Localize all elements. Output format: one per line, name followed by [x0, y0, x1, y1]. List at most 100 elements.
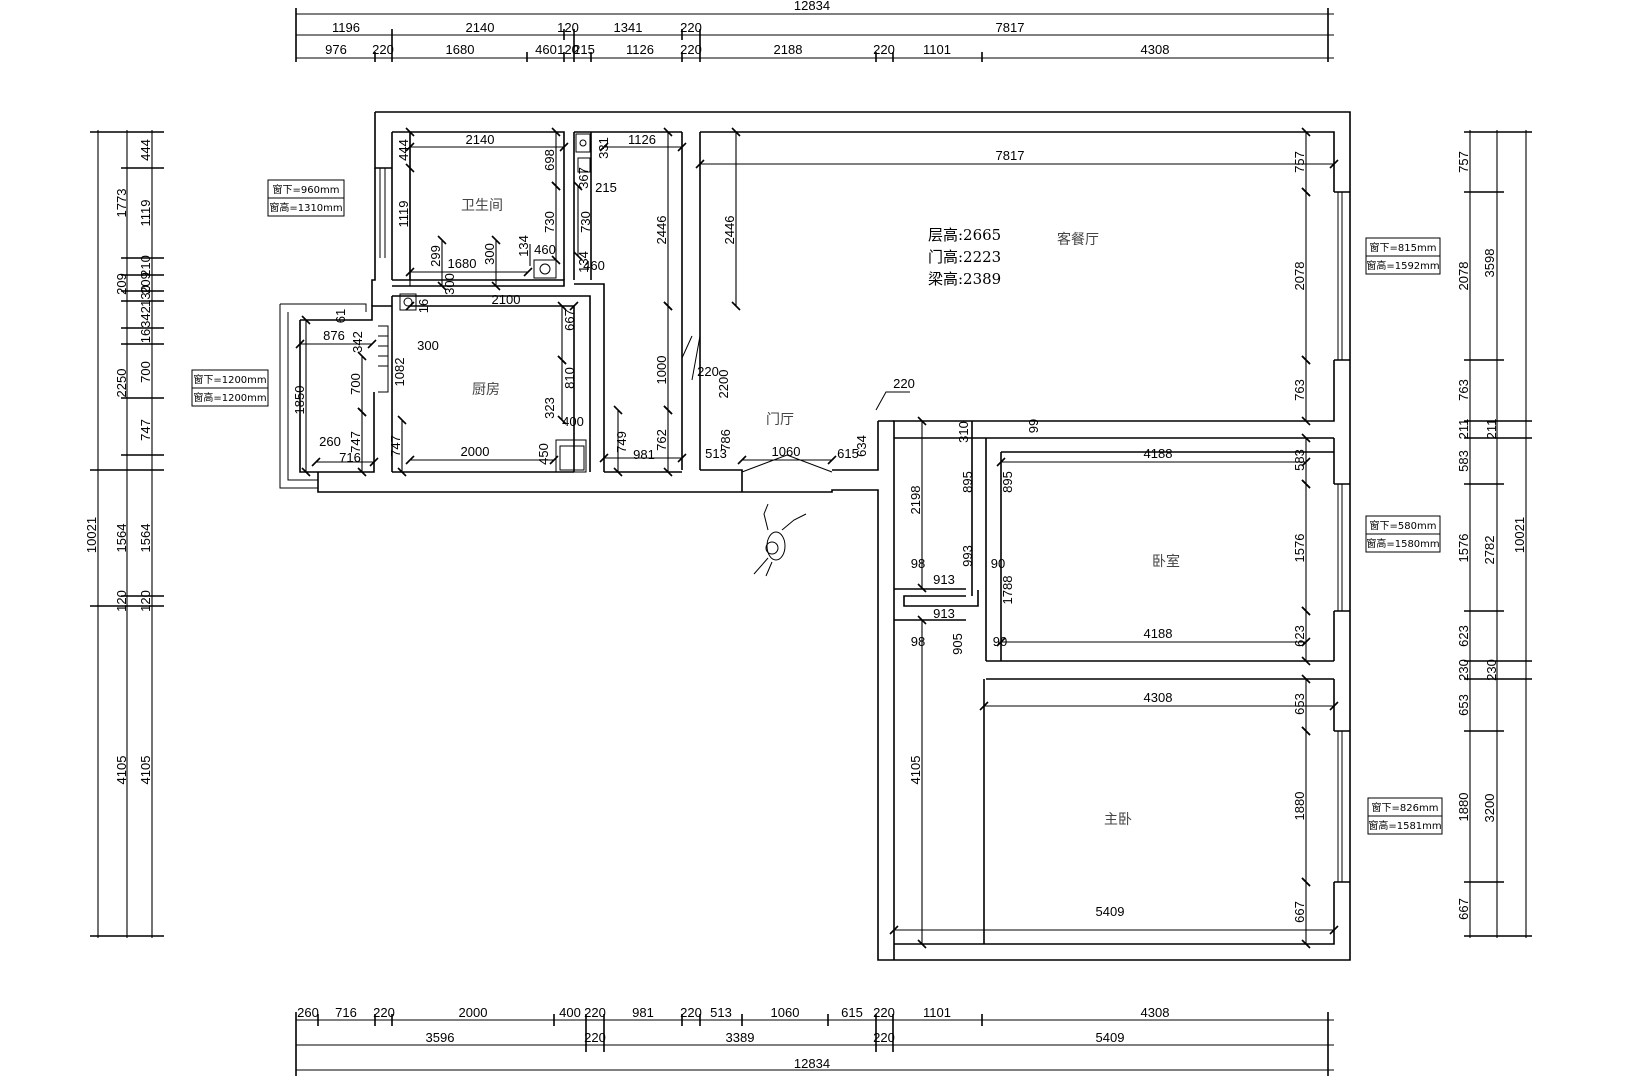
- room-label-kitchen: 厨房: [472, 382, 500, 398]
- dim-label: 220: [680, 20, 702, 35]
- dim-label: 4188: [1144, 446, 1173, 461]
- dim-label: 220: [373, 1005, 395, 1020]
- dim-label: 634: [854, 435, 869, 457]
- dim-label: 716: [335, 1005, 357, 1020]
- dim-label: 730: [578, 211, 593, 233]
- dim-label: 220: [584, 1005, 606, 1020]
- dim-label: 1680: [446, 42, 475, 57]
- dim-label: 763: [1456, 379, 1471, 401]
- dim-label: 300: [482, 243, 497, 265]
- dim-label: 1341: [614, 20, 643, 35]
- window-note: 窗下=580mm 窗高=1580mm: [1365, 515, 1441, 553]
- dim-label: 134: [516, 235, 531, 257]
- dim-label: 2198: [908, 486, 923, 515]
- dim-label: 260: [297, 1005, 319, 1020]
- bottom-dimensions: 260 716 220 2000 400 220 981 220 513 106…: [295, 1005, 1334, 1076]
- dim-label: 460: [535, 42, 557, 57]
- dim-label: 4105: [114, 756, 129, 785]
- dim-label: 3598: [1482, 249, 1497, 278]
- dim-label: 1788: [1000, 576, 1015, 605]
- dim-label: 667: [1292, 901, 1307, 923]
- dim-label: 61: [333, 309, 348, 323]
- window-height: 窗高=1592mm: [1366, 259, 1439, 272]
- dim-label: 1564: [138, 524, 153, 553]
- dim-label: 134: [576, 251, 591, 273]
- window-height: 窗高=1581mm: [1368, 819, 1441, 832]
- dim-label: 220: [584, 1030, 606, 1045]
- dim-label: 747: [348, 431, 363, 453]
- dim-label: 1126: [628, 132, 656, 147]
- dim-label: 4308: [1141, 1005, 1170, 1020]
- dim-label: 1126: [626, 42, 654, 57]
- room-label-bedroom: 卧室: [1152, 553, 1180, 570]
- dim-label: 300: [417, 338, 439, 353]
- dim-label: 1850: [292, 386, 307, 415]
- dim-label: 700: [138, 361, 153, 383]
- dim-label: 210: [138, 255, 153, 277]
- window-below: 窗下=815mm: [1370, 241, 1437, 254]
- dim-label: 1576: [1292, 534, 1307, 563]
- dim-label: 905: [950, 633, 965, 655]
- dim-label: 981: [633, 447, 655, 462]
- dim-label: 2446: [722, 216, 737, 245]
- dim-label: 698: [542, 149, 557, 171]
- window-note: 窗下=960mm 窗高=1310mm: [267, 179, 345, 217]
- dim-label: 763: [1292, 379, 1307, 401]
- dim-label: 2200: [716, 370, 731, 399]
- dim-label: 786: [718, 429, 733, 451]
- dim-label: 3200: [1482, 794, 1497, 823]
- dim-label: 460: [534, 242, 556, 257]
- dim-label: 993: [960, 545, 975, 567]
- dim-label: 1101: [923, 1005, 951, 1020]
- dim-label: 757: [1292, 151, 1307, 173]
- dim-label: 220: [893, 376, 915, 391]
- top-overall-label: 12834: [794, 0, 830, 13]
- dim-label: 1000: [654, 356, 669, 385]
- dim-label: 209: [114, 273, 129, 295]
- dim-label: 1880: [1456, 793, 1471, 822]
- dim-label: 913: [933, 572, 955, 587]
- dim-label: 513: [710, 1005, 732, 1020]
- dim-label: 716: [339, 450, 361, 465]
- dim-label: 4105: [908, 756, 923, 785]
- dim-label: 120: [138, 590, 153, 612]
- dim-label: 220: [873, 42, 895, 57]
- dim-label: 667: [562, 309, 577, 331]
- dim-label: 895: [1000, 471, 1015, 493]
- dim-label: 220: [697, 364, 719, 379]
- dim-label: 976: [325, 42, 347, 57]
- dim-label: 4105: [138, 756, 153, 785]
- dim-label: 653: [1292, 693, 1307, 715]
- top-dimensions: 12834 1196 2140 120 1341 220 7817 976 22…: [295, 0, 1334, 62]
- dim-label: 98: [911, 634, 925, 649]
- window-below: 窗下=960mm: [273, 183, 340, 196]
- height-info: 层高:2665 门高:2223 梁高:2389: [928, 226, 1001, 288]
- dim-label: 367: [576, 167, 591, 189]
- room-label-bathroom: 卫生间: [461, 198, 503, 214]
- right-dimensions: 3598 2782 3200 10021 211 230 757 2078 76…: [1456, 130, 1532, 938]
- window-note: 窗下=826mm 窗高=1581mm: [1367, 797, 1443, 835]
- dim-label: 331: [596, 137, 611, 159]
- dim-label: 4308: [1144, 690, 1173, 705]
- interior-walls: [279, 131, 979, 621]
- dim-label: 323: [542, 397, 557, 419]
- right-overall-label: 10021: [1512, 517, 1527, 553]
- dim-label: 700: [348, 373, 363, 395]
- dim-label: 209: [138, 272, 153, 294]
- dim-label: 230: [1484, 659, 1499, 681]
- room-labels: 卫生间 厨房 客餐厅 门厅 卧室 主卧: [461, 198, 1180, 828]
- room-label-master: 主卧: [1104, 812, 1132, 828]
- dim-label: 2188: [774, 42, 803, 57]
- dim-label: 583: [1456, 450, 1471, 472]
- dim-label: 757: [1456, 151, 1471, 173]
- dim-label: 747: [138, 419, 153, 441]
- dim-label: 444: [396, 139, 411, 161]
- dim-label: 981: [632, 1005, 654, 1020]
- dim-label: 400: [559, 1005, 581, 1020]
- left-overall-label: 10021: [84, 517, 99, 553]
- dim-label: 300: [442, 273, 457, 295]
- dim-label: 7817: [996, 20, 1025, 35]
- window-note: 窗下=1200mm 窗高=1200mm: [191, 369, 269, 407]
- dim-label: 99: [1026, 419, 1041, 433]
